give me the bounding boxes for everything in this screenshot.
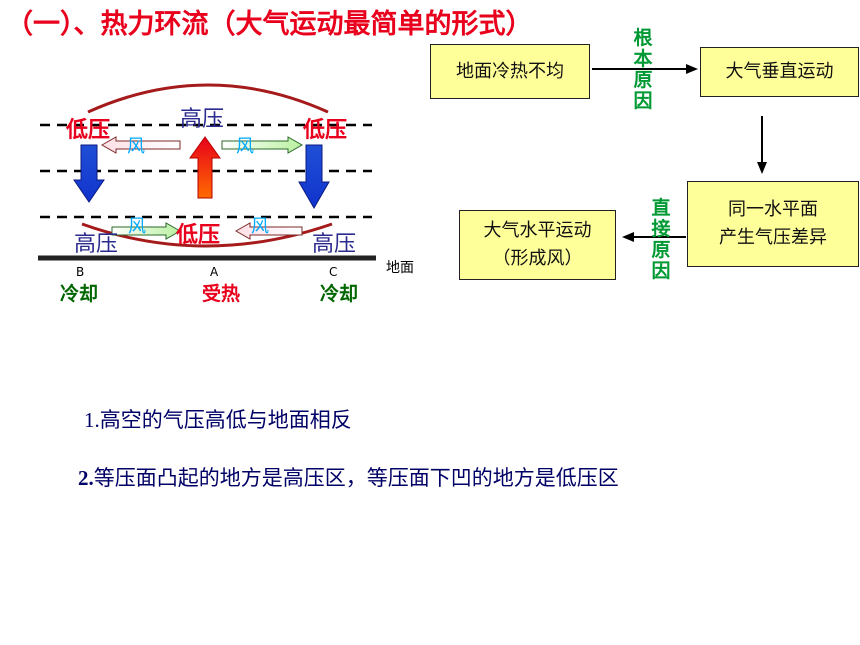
root-cause-char-3: 原 (633, 69, 653, 91)
ground-label: 地面 (386, 260, 414, 276)
upper-right-low-label: 低压 (302, 118, 347, 143)
point-a-label: A (210, 265, 219, 279)
direct-cause-char-4: 因 (651, 260, 671, 282)
note-1: 1.高空的气压高低与地面相反 (84, 404, 352, 434)
thermal-circulation-diagram: 低压 高压 低压 风 风 高压 低压 高压 风 风 B A C 地面 冷却 受热… (38, 83, 414, 305)
flow-box-uneven-heating: 地面冷热不均 (430, 44, 590, 99)
flow-box-vertical-motion-text: 大气垂直运动 (725, 61, 834, 82)
lower-right-high-label: 高压 (312, 232, 356, 257)
arrow-head-box1-to-box2 (686, 64, 698, 74)
direct-cause-char-2: 接 (651, 218, 671, 240)
right-sinking-arrow (298, 144, 330, 210)
center-rising-arrow (189, 136, 221, 199)
flow-box-horizontal-motion-line2: （形成风） (492, 248, 583, 269)
lower-wind-arrow-right (234, 222, 303, 240)
direct-cause-char-1: 直 (651, 197, 671, 219)
upper-wind-arrow-left (100, 136, 181, 154)
status-a-heating: 受热 (202, 282, 240, 305)
flow-box-horizontal-motion: 大气水平运动 （形成风） (459, 210, 616, 280)
flow-box-pressure-difference: 同一水平面 产生气压差异 (687, 181, 859, 267)
root-cause-char-4: 因 (633, 90, 653, 112)
upper-center-high-label: 高压 (180, 107, 224, 132)
lower-center-low-label: 低压 (175, 223, 220, 248)
point-b-label: B (76, 265, 84, 279)
root-cause-char-1: 根 (633, 27, 653, 49)
note-1-number: 1. (84, 408, 100, 432)
upper-isobar-curve (87, 83, 329, 114)
arrow-head-box3-to-box4 (622, 232, 634, 242)
flowchart-arrows (592, 64, 767, 242)
upper-wind-right-label: 风 (236, 136, 254, 157)
flow-box-horizontal-motion-line1: 大气水平运动 (483, 220, 592, 241)
direct-cause-label: 直 接 原 因 (649, 198, 673, 282)
status-b-cooling: 冷却 (60, 282, 98, 305)
lower-wind-right-label: 风 (251, 216, 269, 237)
flow-box-pressure-difference-line2: 产生气压差异 (719, 227, 827, 248)
note-1-text: 高空的气压高低与地面相反 (99, 408, 352, 432)
upper-wind-left-label: 风 (127, 136, 145, 157)
flow-box-pressure-difference-line1: 同一水平面 (728, 199, 818, 220)
direct-cause-char-3: 原 (651, 239, 671, 261)
point-c-label: C (329, 265, 337, 279)
upper-wind-arrow-right (221, 136, 304, 154)
page-title: （一）、热力环流（大气运动最简单的形式） (6, 9, 533, 40)
root-cause-label: 根 本 原 因 (631, 28, 655, 112)
upper-left-low-label: 低压 (65, 118, 110, 143)
flow-box-uneven-heating-text: 地面冷热不均 (456, 60, 564, 82)
left-sinking-arrow (73, 144, 105, 203)
root-cause-char-2: 本 (633, 48, 653, 70)
lower-wind-left-label: 风 (128, 216, 146, 237)
note-2-text: 等压面凸起的地方是高压区，等压面下凹的地方是低压区 (93, 466, 619, 490)
note-2: 2.等压面凸起的地方是高压区，等压面下凹的地方是低压区 (78, 462, 619, 492)
flow-box-vertical-motion: 大气垂直运动 (700, 47, 859, 97)
lower-wind-arrow-left (111, 222, 182, 240)
lower-left-high-label: 高压 (74, 232, 118, 257)
status-c-cooling: 冷却 (320, 282, 358, 305)
note-2-number: 2. (78, 466, 94, 490)
arrow-head-box2-to-box3 (757, 162, 767, 174)
